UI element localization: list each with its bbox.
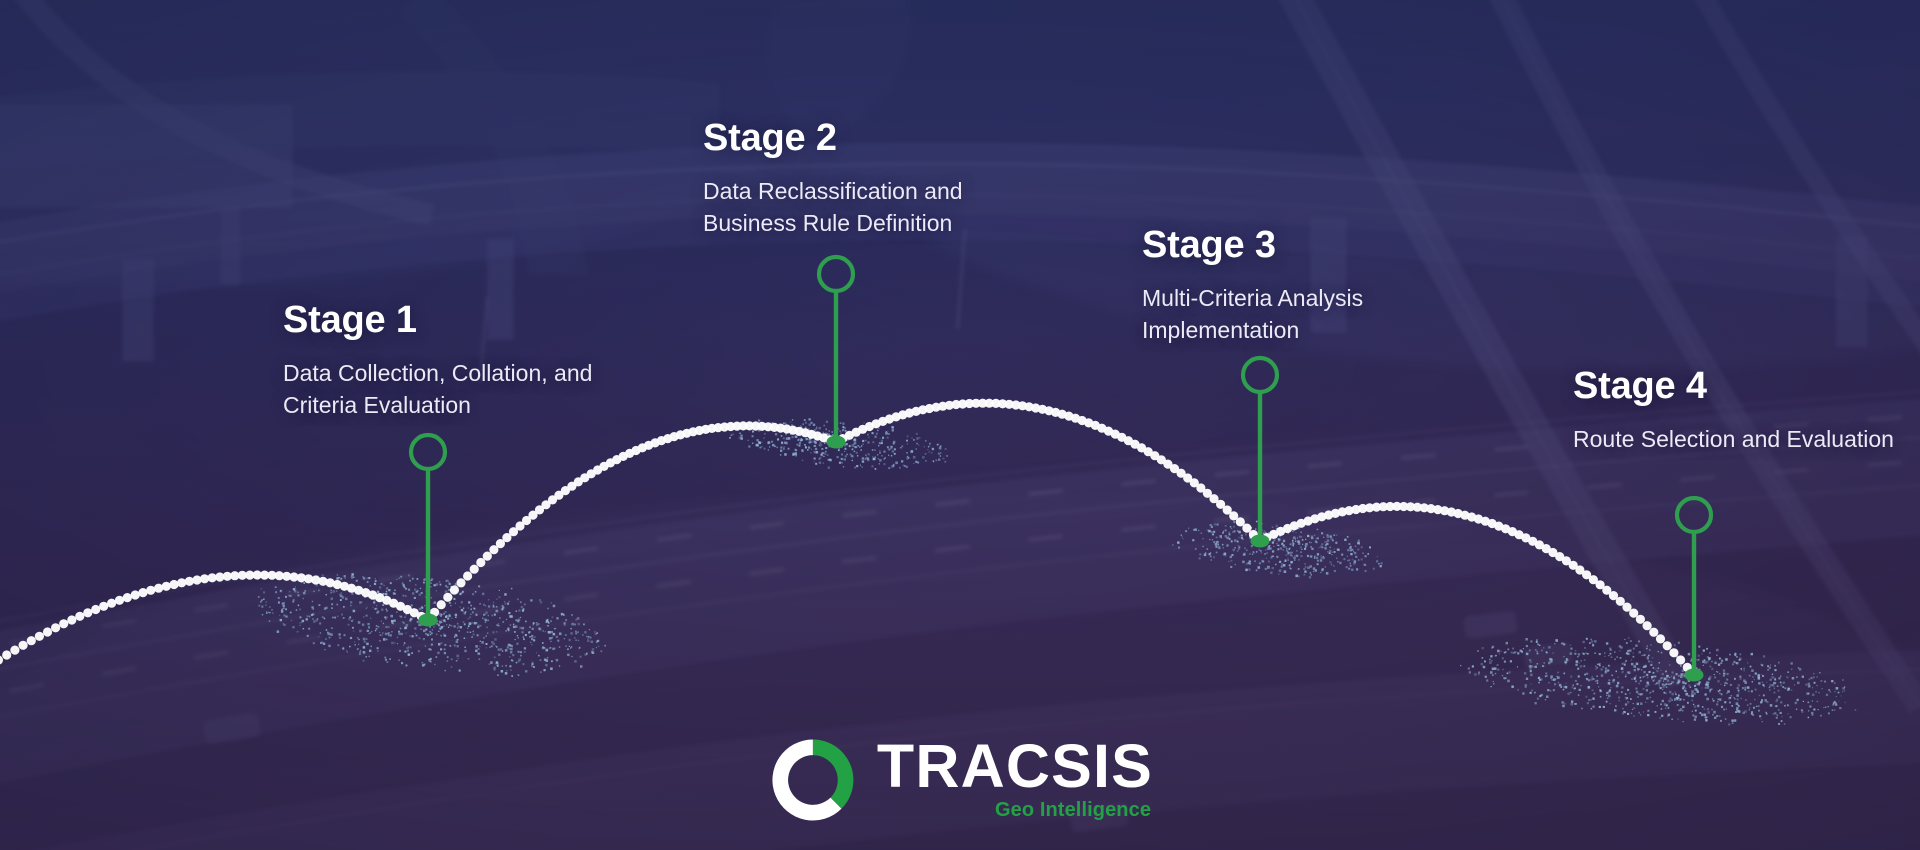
stage-label-4: Stage 4 Route Selection and Evaluation: [1573, 365, 1894, 456]
stage-description-1: Data Collection, Collation, and Criteria…: [283, 359, 593, 418]
tracsis-circle-mark: [772, 739, 854, 821]
stage-title-3: Stage 3: [1142, 224, 1276, 266]
stage-label-1: Stage 1 Data Collection, Collation, and …: [283, 299, 613, 421]
stage-label-2: Stage 2 Data Reclassification and Busine…: [703, 117, 1033, 239]
stage-title-2: Stage 2: [703, 117, 837, 159]
logo-tagline: Geo Intelligence: [994, 799, 1152, 822]
stage-description-2: Data Reclassification and Business Rule …: [703, 177, 963, 236]
tracsis-logo: TRACSIS Geo Intelligence: [767, 734, 1153, 826]
stage-label-3: Stage 3 Multi-Criteria Analysis Implemen…: [1142, 224, 1472, 346]
stage-description-3: Multi-Criteria Analysis Implementation: [1142, 284, 1364, 343]
logo-text-block: TRACSIS Geo Intelligence: [876, 731, 1154, 823]
logo-wordmark: TRACSIS: [876, 731, 1154, 800]
stage-title-4: Stage 4: [1573, 365, 1707, 407]
stage-description-4: Route Selection and Evaluation: [1573, 425, 1894, 452]
stage-title-1: Stage 1: [283, 299, 417, 341]
